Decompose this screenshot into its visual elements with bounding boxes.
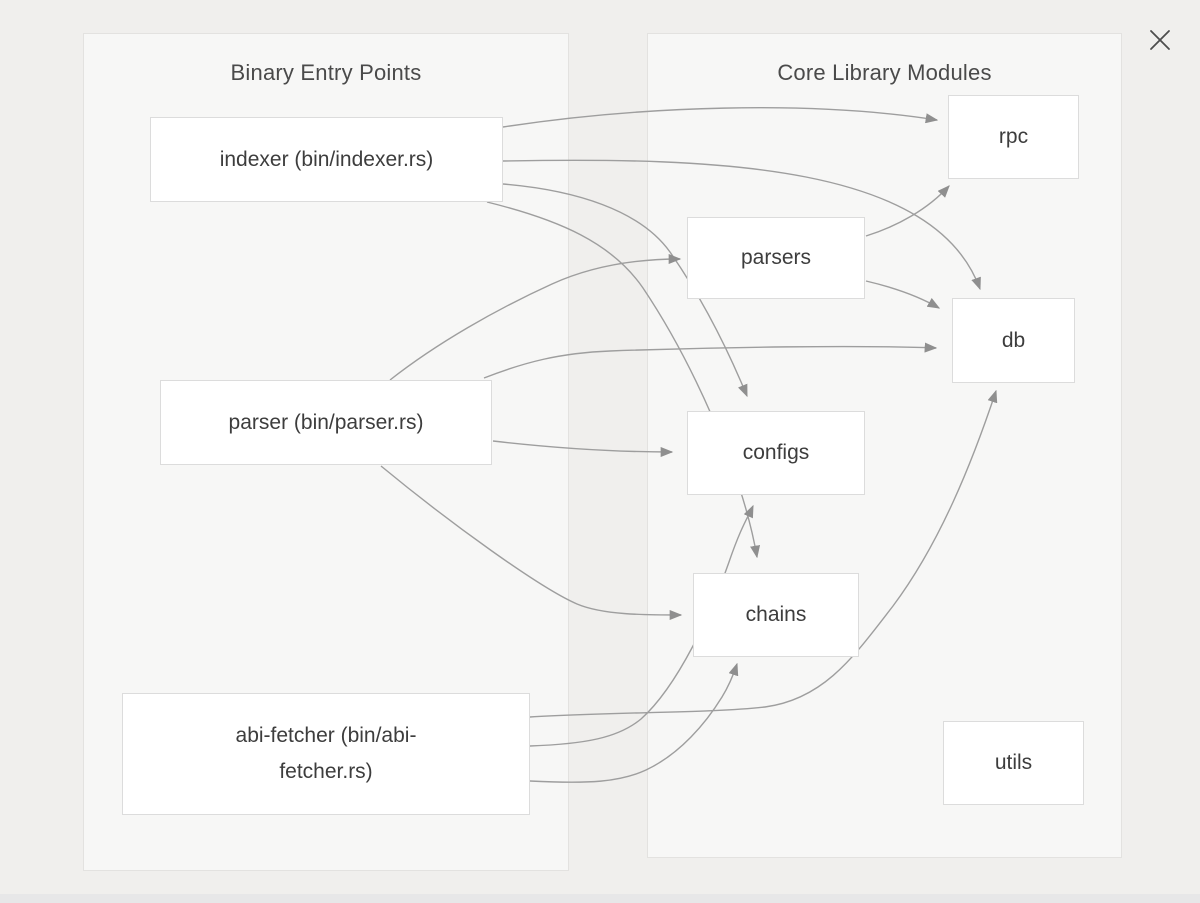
node-label: abi-fetcher (bin/abi-fetcher.rs) xyxy=(235,724,417,783)
node-indexer: indexer (bin/indexer.rs) xyxy=(150,117,503,202)
window-bottom-edge xyxy=(0,894,1200,903)
panel-title: Binary Entry Points xyxy=(230,60,422,85)
node-label: parser (bin/parser.rs) xyxy=(228,410,424,434)
node-label: indexer (bin/indexer.rs) xyxy=(219,147,434,171)
panel-title: Core Library Modules xyxy=(777,60,992,85)
node-parser: parser (bin/parser.rs) xyxy=(160,380,492,465)
node-label: parsers xyxy=(740,246,812,269)
node-abi-fetcher: abi-fetcher (bin/abi-fetcher.rs) xyxy=(122,693,530,815)
node-utils: utils xyxy=(943,721,1084,805)
node-rpc: rpc xyxy=(948,95,1079,179)
node-label: rpc xyxy=(998,125,1029,148)
node-label: utils xyxy=(994,751,1033,774)
node-label: db xyxy=(1001,328,1026,352)
node-parsers: parsers xyxy=(687,217,865,299)
close-button[interactable] xyxy=(1146,26,1174,54)
node-label: chains xyxy=(745,603,807,626)
node-label: configs xyxy=(742,441,810,464)
close-icon xyxy=(1150,30,1170,50)
node-chains: chains xyxy=(693,573,859,657)
node-configs: configs xyxy=(687,411,865,495)
node-db: db xyxy=(952,298,1075,383)
